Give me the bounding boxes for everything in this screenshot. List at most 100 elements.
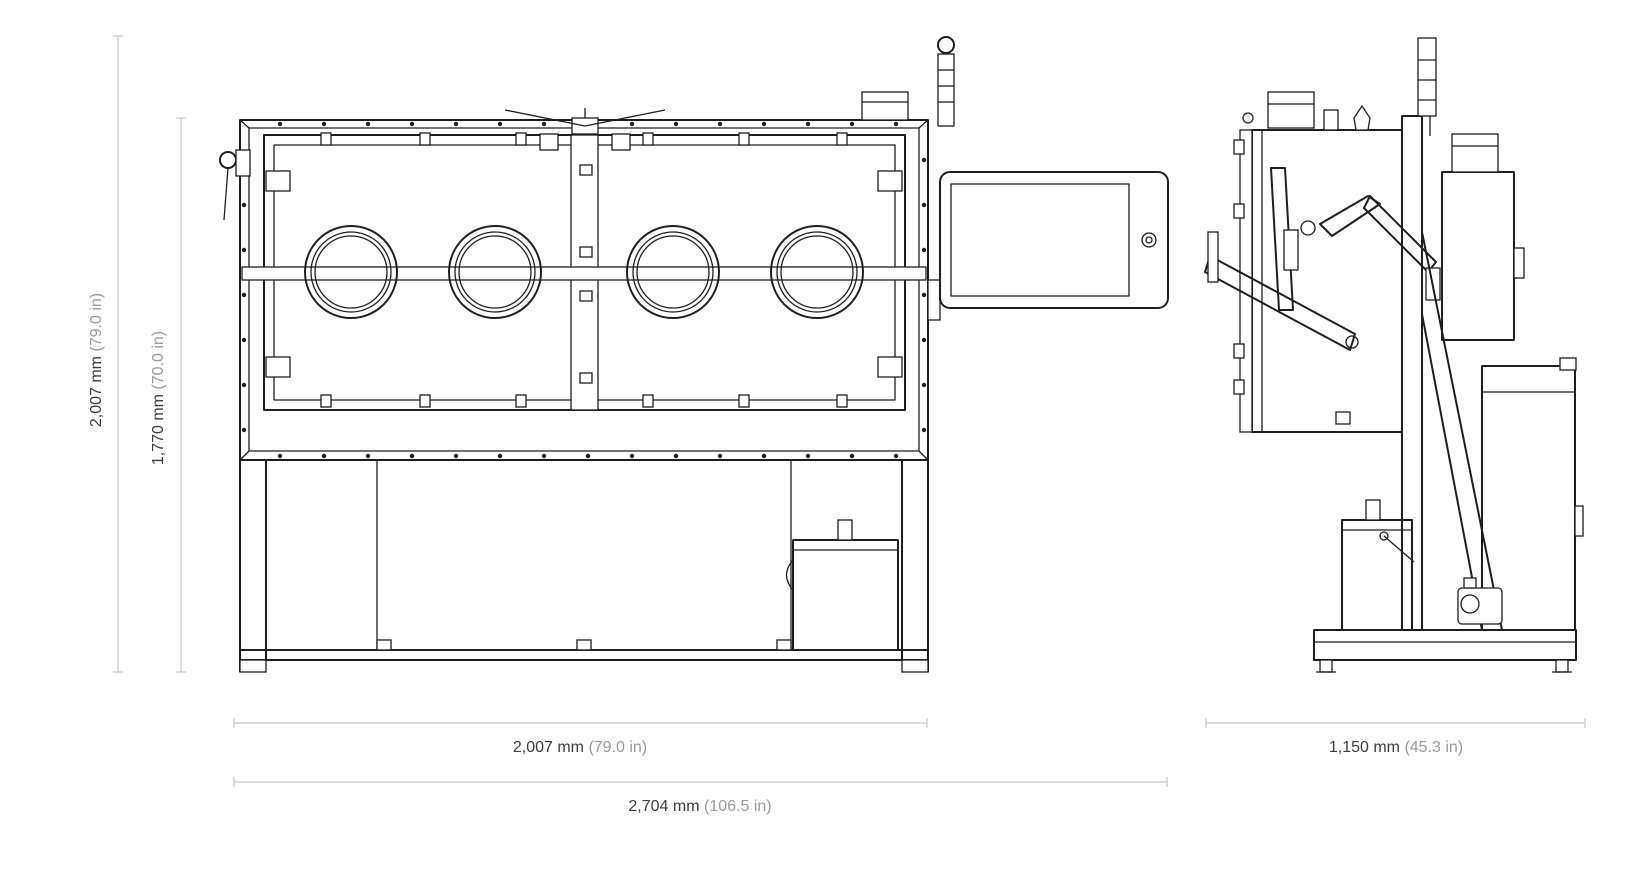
rivet [921, 337, 927, 343]
glove-port [770, 225, 864, 319]
side-valve [1323, 109, 1339, 131]
dimension-front-width: 2,007 mm (79.0 in) [233, 718, 928, 756]
dimension-mm-chamber-height: 1,770 mm [150, 394, 167, 465]
panel-clamp [738, 132, 750, 146]
frame-corner [239, 119, 250, 129]
dimension-mm-overall-width: 2,704 mm [628, 798, 699, 815]
side-gauge [1353, 104, 1371, 131]
dimension-side-depth: 1,150 mm (45.3 in) [1205, 718, 1586, 756]
rivet [921, 247, 927, 253]
stand-base-rail [239, 649, 929, 661]
rivet [241, 202, 247, 208]
rivet [365, 453, 371, 459]
rivet [409, 121, 415, 127]
side-rear-latch [1513, 247, 1525, 279]
side-drum-strap-pin [1379, 531, 1389, 541]
top-bracket-left [539, 133, 559, 151]
dimension-in-overall-width: (106.5 in) [704, 798, 772, 815]
dimension-mm-front-width: 2,007 mm [513, 739, 584, 756]
rivet [241, 427, 247, 433]
hinge-block [877, 170, 903, 192]
monitor-screen [950, 183, 1130, 297]
vacuum-pump-motor [1460, 594, 1480, 614]
dimension-in-front-width: (79.0 in) [588, 739, 647, 756]
frame-corner [918, 450, 929, 461]
stand-foot [901, 659, 929, 673]
rivet [673, 121, 679, 127]
rivet [921, 202, 927, 208]
touchscreen-monitor [939, 171, 1169, 309]
monitor-bezel [939, 171, 1169, 309]
dimension-label-side-depth: 1,150 mm (45.3 in) [1329, 739, 1463, 756]
rivet [921, 292, 927, 298]
vacuum-pump-inlet [1463, 577, 1477, 589]
stand-clip [376, 639, 392, 651]
front-view [219, 36, 955, 673]
solvent-drum-handle [785, 559, 794, 591]
rivet [849, 453, 855, 459]
frame-corner [239, 450, 250, 461]
side-view [1204, 37, 1584, 673]
rivet [321, 121, 327, 127]
dimension-in-total-height: (79.0 in) [88, 293, 105, 352]
side-light-tower [1417, 37, 1437, 117]
rivet [893, 121, 899, 127]
panel-clamp [419, 394, 431, 408]
side-clamp [1233, 379, 1245, 395]
glove-port [304, 225, 398, 319]
glove-port [448, 225, 542, 319]
panel-clamp [320, 132, 332, 146]
rivet [497, 121, 503, 127]
rivet [921, 427, 927, 433]
side-window-hinge [1283, 229, 1299, 271]
panel-clamps [320, 132, 848, 408]
panel-clamp [419, 132, 431, 146]
side-lower-cabinet-handle [1574, 505, 1584, 537]
dimension-label-total-height: 2,007 mm (79.0 in) [88, 293, 105, 427]
side-armrest-mount [1207, 231, 1219, 283]
stand-clip [576, 639, 592, 651]
armrest-bar [241, 266, 927, 281]
rivet [453, 453, 459, 459]
rivet [409, 453, 415, 459]
rivet [541, 453, 547, 459]
side-foot [1319, 659, 1333, 673]
monitor-mount [927, 279, 941, 321]
light-tower [937, 53, 955, 127]
solvent-drum [792, 539, 899, 651]
rivet [497, 453, 503, 459]
hinge-block [265, 170, 291, 192]
divider-clamp [579, 164, 593, 176]
frame-corner [918, 119, 929, 129]
side-clamp [1233, 203, 1245, 219]
rivet [849, 121, 855, 127]
side-chamber [1251, 129, 1403, 433]
stand-foot [239, 659, 267, 673]
panel-clamp [320, 394, 332, 408]
panel-clamp [836, 394, 848, 408]
rivet [277, 453, 283, 459]
rivet [241, 337, 247, 343]
side-clamp [1233, 139, 1245, 155]
monitor-arm-joint [1300, 220, 1316, 236]
rivet [805, 121, 811, 127]
side-rear-filter [1451, 133, 1499, 173]
monitor-button-center [1145, 236, 1153, 244]
panel-clamp [836, 132, 848, 146]
hinge-block [265, 356, 291, 378]
monitor-button [1141, 232, 1157, 248]
side-solvent-drum-cap [1365, 499, 1381, 521]
rivet [453, 121, 459, 127]
side-base-frame [1313, 629, 1577, 661]
rivet [673, 453, 679, 459]
solvent-drum-cap [837, 519, 853, 541]
dimension-overall-width: 2,704 mm (106.5 in) [233, 777, 1168, 815]
divider-clamp [579, 246, 593, 258]
dimension-in-chamber-height: (70.0 in) [150, 331, 167, 390]
side-lower-cabinet-knob [1559, 357, 1577, 371]
filter-unit [861, 91, 909, 121]
dimension-mm-side-depth: 1,150 mm [1329, 739, 1400, 756]
side-valve-knob [219, 151, 237, 169]
rivet [541, 121, 547, 127]
